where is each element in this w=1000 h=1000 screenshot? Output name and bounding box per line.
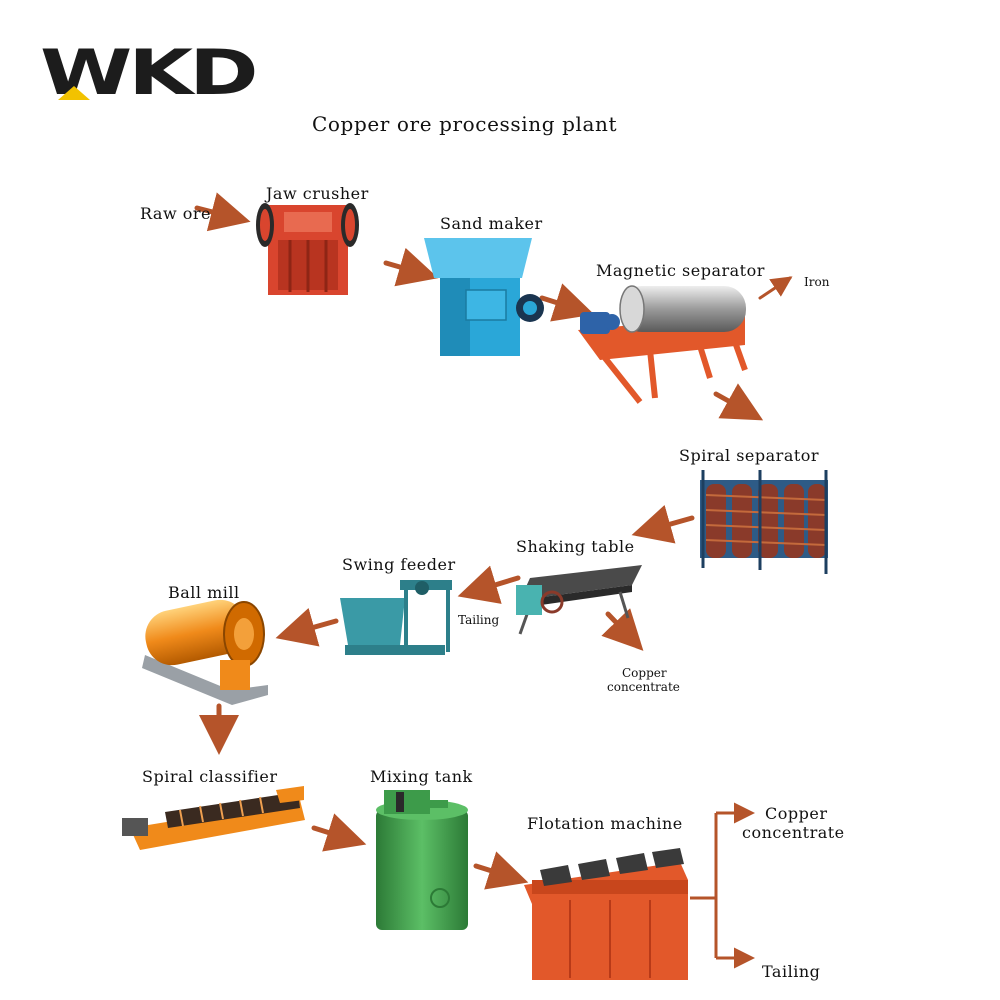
label-concentrate-out: concentrate — [742, 823, 845, 842]
arrow-tank-to-flotation — [473, 851, 529, 890]
label-spiral-separator: Spiral separator — [679, 446, 820, 465]
arrow-magnetic-to-iron — [758, 276, 793, 300]
flow-arrows — [194, 192, 793, 890]
spiral-separator-icon — [700, 470, 828, 574]
jaw-crusher-icon — [256, 203, 359, 295]
label-mixing-tank: Mixing tank — [370, 767, 473, 786]
arrow-spiral-to-shaking — [631, 504, 695, 544]
arrow-classifier-to-tank — [311, 813, 367, 852]
magnetic-separator-icon — [578, 285, 748, 404]
swing-feeder-icon — [340, 580, 452, 655]
arrow-raw-to-jaw — [194, 192, 251, 232]
label-ball-mill: Ball mill — [168, 583, 240, 602]
sand-maker-icon — [424, 238, 544, 356]
label-tailing-out: Tailing — [762, 962, 821, 981]
arrow-shaking-to-feeder — [457, 565, 521, 604]
label-iron: Iron — [804, 275, 830, 289]
flotation-output-bracket — [690, 802, 755, 969]
arrow-sand-to-magnetic — [539, 283, 595, 322]
label-swing-feeder: Swing feeder — [342, 555, 456, 574]
arrow-jaw-to-sand — [383, 247, 439, 287]
label-flotation-machine: Flotation machine — [527, 814, 683, 833]
arrow-magnetic-to-spiral — [713, 383, 764, 421]
label-copper-small: Copper — [622, 666, 667, 680]
flotation-machine-icon — [524, 848, 688, 980]
label-shaking-table: Shaking table — [516, 537, 635, 556]
arrow-shaking-to-copper — [601, 608, 644, 651]
shaking-table-icon — [516, 565, 642, 635]
ball-mill-icon — [142, 599, 268, 705]
label-spiral-classifier: Spiral classifier — [142, 767, 278, 786]
spiral-classifier-icon — [122, 786, 305, 850]
label-magnetic-separator: Magnetic separator — [596, 261, 765, 280]
label-jaw-crusher: Jaw crusher — [266, 184, 369, 203]
label-sand-maker: Sand maker — [440, 214, 543, 233]
label-raw-ore: Raw ore — [140, 204, 211, 223]
label-concentrate-small: concentrate — [607, 680, 680, 694]
arrow-feeder-to-mill — [275, 607, 339, 647]
label-tailing-small: Tailing — [458, 613, 500, 627]
mixing-tank-icon — [376, 790, 468, 930]
label-copper-out: Copper — [765, 804, 828, 823]
page-title: Copper ore processing plant — [312, 112, 618, 136]
